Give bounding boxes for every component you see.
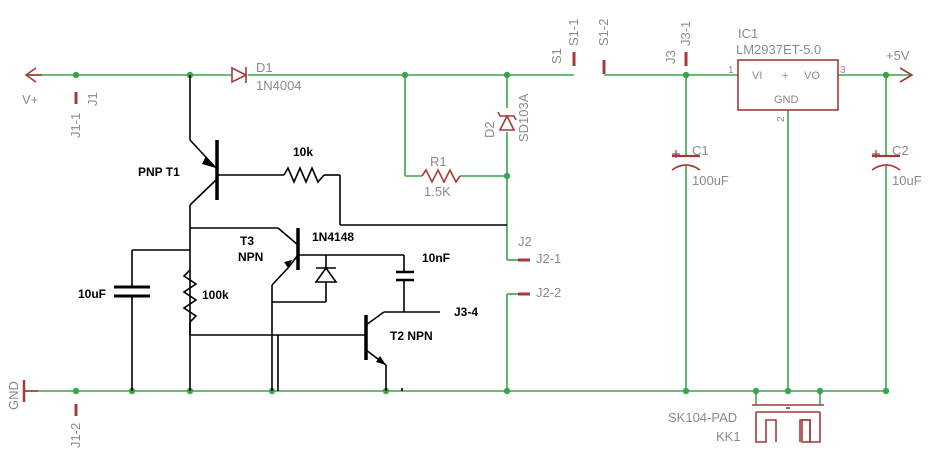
c1-capacitor-icon bbox=[671, 150, 701, 171]
label-c2-name: C2 bbox=[892, 143, 909, 158]
kk1-heatsink-icon bbox=[752, 404, 824, 443]
gnd-connector-icon bbox=[22, 380, 38, 402]
label-j2-2: J2-2 bbox=[536, 285, 561, 300]
vout-connector-icon bbox=[899, 67, 914, 83]
ic1-regulator bbox=[737, 59, 839, 111]
junctions bbox=[72, 71, 890, 395]
r1-resistor-icon bbox=[421, 168, 461, 184]
label-pnp-t1: PNP T1 bbox=[138, 165, 180, 179]
label-c2-value: 10uF bbox=[892, 173, 922, 188]
label-r1-value: 1.5K bbox=[424, 184, 451, 199]
label-pin3: 3 bbox=[840, 65, 846, 76]
label-ic1-name: IC1 bbox=[738, 26, 758, 41]
label-t3-type: NPN bbox=[238, 250, 263, 264]
label-pin1: 1 bbox=[728, 65, 734, 76]
label-kk1: KK1 bbox=[716, 429, 741, 444]
label-s1-1: S1-1 bbox=[566, 19, 581, 46]
label-10nf: 10nF bbox=[422, 251, 450, 265]
label-ic-vo: VO bbox=[804, 70, 820, 82]
label-1n4148: 1N4148 bbox=[312, 230, 354, 244]
label-r1-name: R1 bbox=[430, 154, 447, 169]
label-ic1-value: LM2937ET-5.0 bbox=[736, 42, 821, 57]
label-s1: S1 bbox=[549, 48, 564, 64]
label-j2: J2 bbox=[518, 234, 532, 249]
label-j1-1: J1-1 bbox=[68, 113, 83, 138]
label-j1-2: J1-2 bbox=[68, 423, 83, 448]
vplus-connector-icon bbox=[24, 67, 42, 83]
label-j3-4: J3-4 bbox=[454, 305, 478, 319]
label-c1-value: 100uF bbox=[692, 173, 729, 188]
text-labels: V+ J1 J1-1 GND J1-2 D1 1N4004 PNP T1 10k… bbox=[6, 19, 922, 448]
label-10uf: 10uF bbox=[78, 287, 106, 301]
label-ic-gnd: GND bbox=[774, 94, 799, 106]
label-vplus: V+ bbox=[22, 92, 38, 107]
label-d2-name: D2 bbox=[482, 121, 497, 138]
label-j1: J1 bbox=[85, 92, 100, 106]
label-gnd: GND bbox=[6, 381, 21, 410]
label-pin2: 2 bbox=[776, 116, 787, 122]
label-100k: 100k bbox=[202, 288, 229, 302]
d1-diode-icon bbox=[231, 66, 248, 84]
label-c1-name: C1 bbox=[692, 143, 709, 158]
label-sk104-pad: SK104-PAD bbox=[668, 410, 737, 425]
label-d1-name: D1 bbox=[256, 60, 273, 75]
c2-capacitor-icon bbox=[871, 150, 901, 171]
label-d2-value: SD103A bbox=[516, 93, 531, 142]
label-t3: T3 bbox=[240, 234, 254, 248]
label-10k: 10k bbox=[293, 145, 313, 159]
label-ic-plus: + bbox=[782, 70, 788, 82]
label-j3-1: J3-1 bbox=[678, 21, 693, 46]
label-d1-value: 1N4004 bbox=[256, 78, 302, 93]
handdrawn-circuit bbox=[114, 75, 507, 391]
label-t2: T2 NPN bbox=[390, 329, 433, 343]
wires bbox=[24, 74, 912, 405]
label-j2-1: J2-1 bbox=[536, 251, 561, 266]
label-j3: J3 bbox=[663, 50, 678, 64]
label-ic-vi: VI bbox=[752, 70, 762, 82]
label-vout: +5V bbox=[886, 48, 910, 63]
d2-diode-icon bbox=[497, 111, 517, 131]
label-s1-2: S1-2 bbox=[596, 19, 611, 46]
